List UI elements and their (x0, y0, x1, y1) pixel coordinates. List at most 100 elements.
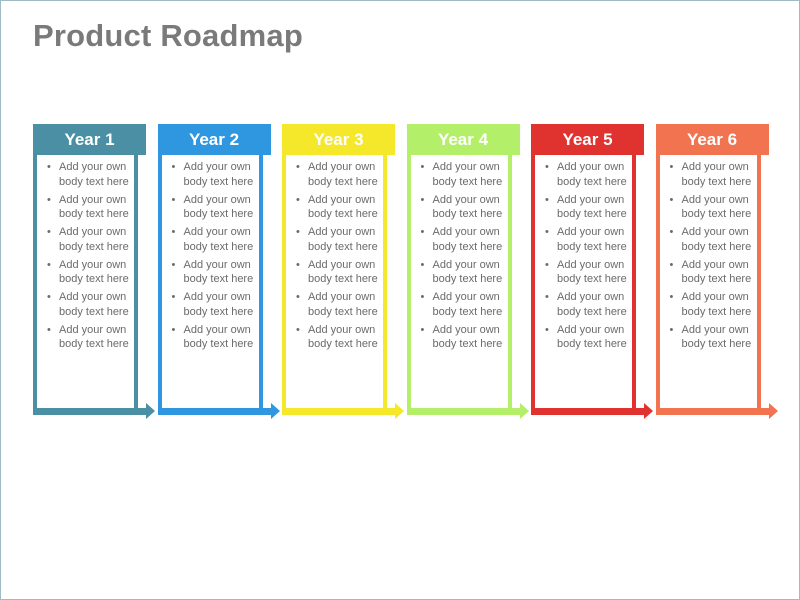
bullet-list: • Add your own body text here • Add your ow… (660, 155, 757, 352)
bullet-dot-icon: • (545, 258, 549, 271)
bullet-dot-icon: • (545, 323, 549, 336)
bullet-item: •Add your own body text here (172, 160, 268, 189)
bullet-item: • Add your own body text here (296, 225, 392, 254)
bullet-text: Add your own body text here (557, 193, 627, 221)
roadmap-column-year-2: Year 2•Add your own body text here•Add y… (157, 124, 280, 424)
bullet-item: • Add your own body text here (421, 225, 517, 254)
bullet-text: Add your own body text here (681, 226, 752, 253)
roadmap-column-year-6: Year 6•Add your own body text here•Add y… (655, 124, 778, 424)
timeline-bar (157, 408, 271, 415)
year-body-box: • Add your own body text here • Add your ow… (531, 155, 636, 408)
bullet-dot-icon: • (669, 258, 674, 271)
bullet-item: •Add your own body text here (421, 290, 517, 319)
bullet-dot-icon: • (296, 291, 300, 303)
year-header: Year 1 (33, 124, 146, 155)
bullet-dot-icon: • (171, 161, 176, 173)
bullet-dot-icon: • (47, 193, 51, 206)
bullet-dot-icon: • (420, 226, 425, 238)
bullet-list: • Add your own body text here • Add your ow… (37, 155, 134, 352)
timeline-bar (282, 408, 395, 415)
bullet-dot-icon: • (545, 226, 549, 238)
bullet-text: Add your own body text here (681, 323, 752, 351)
bullet-dot-icon: • (545, 291, 549, 303)
bullet-item: •Add your own body text here (47, 225, 143, 254)
bullet-dot-icon: • (420, 193, 425, 206)
bullet-item: • Add your own body text here (47, 193, 143, 222)
bullet-item: •Add your own body text here (172, 258, 268, 287)
bullet-item: • Add your own body text here (172, 193, 268, 222)
bullet-item: •Add your own body text here (670, 290, 766, 319)
bullet-text: Add your own body text here (557, 226, 627, 253)
bullet-item: • Add your own body text here (421, 258, 517, 287)
roadmap-column-year-3: Year 3•Add your own body text here•Add y… (282, 124, 404, 424)
bullet-dot-icon: • (171, 258, 176, 271)
bullet-item: • Add your own body text here (172, 323, 268, 352)
bullet-item: • Add your own body text here (670, 225, 766, 254)
bullet-text: Add your own body text here (308, 193, 378, 221)
bullet-dot-icon: • (420, 258, 425, 271)
bullet-item: •Add your own body text here (421, 160, 517, 189)
timeline-bar (33, 408, 146, 415)
bullet-dot-icon: • (47, 258, 51, 271)
bullet-item: •Add your own body text here (670, 258, 766, 287)
bullet-item: •Add your own body text here (670, 193, 766, 222)
bullet-item: •Add your own body text here (47, 323, 143, 352)
year-body-box: • Add your own body text here • Add your ow… (282, 155, 387, 408)
year-body-box: • Add your own body text here • Add your ow… (33, 155, 138, 408)
bullet-item: •Add your own body text here (296, 160, 392, 189)
bullet-text: Add your own body text here (183, 291, 254, 318)
bullet-text: Add your own body text here (432, 161, 503, 188)
bullet-text: Add your own body text here (183, 226, 254, 253)
bullet-dot-icon: • (171, 193, 176, 206)
timeline-bar (655, 408, 769, 415)
arrow-right-icon (395, 403, 404, 419)
year-header: Year 3 (282, 124, 395, 155)
bullet-text: Add your own body text here (59, 323, 129, 351)
bullet-text: Add your own body text here (183, 193, 254, 221)
bullet-item: • Add your own body text here (670, 160, 766, 189)
roadmap-column-year-5: Year 5•Add your own body text here•Add y… (531, 124, 653, 424)
bullet-text: Add your own body text here (681, 161, 752, 188)
bullet-text: Add your own body text here (308, 291, 378, 318)
bullet-dot-icon: • (47, 161, 51, 173)
bullet-dot-icon: • (669, 226, 674, 238)
bullet-text: Add your own body text here (432, 226, 503, 253)
bullet-text: Add your own body text here (557, 323, 627, 351)
bullet-text: Add your own body text here (681, 291, 752, 318)
bullet-text: Add your own body text here (308, 226, 378, 253)
bullet-item: •Add your own body text here (545, 290, 641, 319)
bullet-dot-icon: • (296, 323, 300, 336)
bullet-dot-icon: • (171, 291, 176, 303)
bullet-text: Add your own body text here (557, 258, 627, 286)
bullet-dot-icon: • (545, 161, 549, 173)
roadmap-column-year-1: Year 1•Add your own body text here•Add y… (33, 124, 155, 424)
bullet-item: •Add your own body text here (47, 258, 143, 287)
bullet-text: Add your own body text here (59, 193, 129, 221)
bullet-text: Add your own body text here (59, 226, 129, 253)
page-title: Product Roadmap (33, 18, 303, 53)
bullet-dot-icon: • (47, 291, 51, 303)
bullet-item: • Add your own body text here (545, 323, 641, 352)
bullet-item: • Add your own body text here (296, 290, 392, 319)
bullet-dot-icon: • (296, 193, 300, 206)
bullet-item: •Add your own body text here (296, 258, 392, 287)
bullet-item: • Add your own body text here (296, 323, 392, 352)
bullet-text: Add your own body text here (432, 291, 503, 318)
year-header: Year 6 (655, 124, 769, 155)
bullet-item: •Add your own body text here (421, 323, 517, 352)
bullet-dot-icon: • (669, 161, 674, 173)
year-header: Year 2 (157, 124, 271, 155)
bullet-list: • Add your own body text here • Add your ow… (411, 155, 508, 352)
year-body-box: • Add your own body text here • Add your ow… (157, 155, 263, 408)
bullet-dot-icon: • (296, 226, 300, 238)
bullet-dot-icon: • (171, 323, 176, 336)
bullet-item: •Add your own body text here (47, 160, 143, 189)
year-header: Year 5 (531, 124, 644, 155)
bullet-text: Add your own body text here (308, 323, 378, 351)
bullet-dot-icon: • (669, 193, 674, 206)
bullet-dot-icon: • (296, 258, 300, 271)
bullet-list: • Add your own body text here • Add your ow… (535, 155, 632, 352)
bullet-text: Add your own body text here (183, 323, 254, 351)
bullet-text: Add your own body text here (432, 258, 503, 286)
